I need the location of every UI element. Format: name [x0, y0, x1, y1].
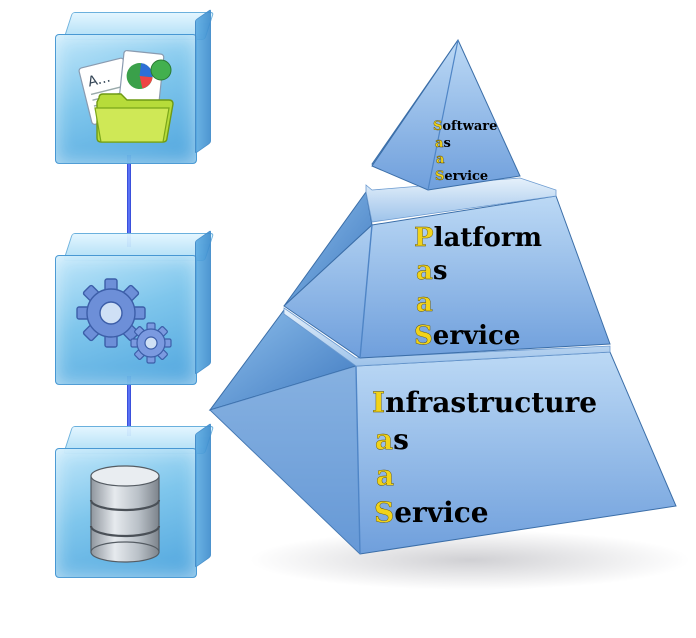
cube-applications: A... [55, 8, 215, 167]
cube-infrastructure [55, 422, 215, 586]
saas-line-2: as [435, 136, 451, 151]
paas-line-3: a [416, 288, 433, 318]
saas-line-4: Service [435, 169, 488, 184]
tier-iaas [208, 309, 677, 555]
tier-band-upper [365, 177, 557, 223]
connector-bottom [127, 376, 131, 436]
gears-icon [76, 278, 172, 364]
paas-label: Platform as a Service [414, 223, 542, 351]
tier-saas [371, 38, 521, 191]
paas-line-2: as [416, 256, 448, 286]
iaas-line-1: Infrastructure [372, 386, 597, 419]
saas-label: Software as a Service [433, 119, 498, 184]
iaas-line-3: a [376, 459, 394, 492]
iaas-label: Infrastructure as a Service [372, 386, 597, 529]
paas-line-4: Service [414, 321, 520, 351]
saas-line-1: Software [433, 119, 497, 134]
paas-line-1: Platform [414, 223, 542, 253]
svg-text:A...: A... [86, 70, 112, 91]
iaas-line-2: as [375, 423, 409, 456]
iaas-line-4: Service [374, 496, 489, 529]
documents-folder-icon: A... [78, 49, 174, 143]
cube-platform [55, 229, 215, 388]
connector-top [127, 155, 131, 247]
tier-band-lower [283, 307, 611, 367]
saas-line-3: a [436, 152, 445, 167]
database-icon [89, 465, 161, 563]
tier-paas [283, 190, 611, 359]
